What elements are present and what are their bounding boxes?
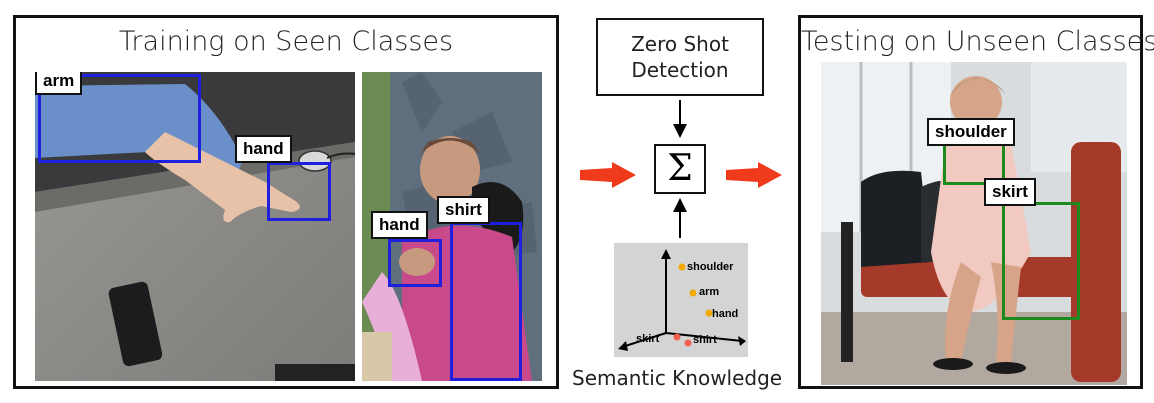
sigma-box: Σ: [654, 144, 706, 194]
bbox-shirt: [450, 222, 522, 381]
tag-shoulder: shoulder: [927, 118, 1015, 146]
point-skirt: [673, 333, 681, 341]
training-image-desk: arm hand: [35, 72, 355, 381]
zero-shot-detection-box: Zero Shot Detection: [596, 18, 764, 96]
testing-panel: Testing on Unseen Classes shoulder skirt: [798, 15, 1154, 389]
tag-shirt: shirt: [437, 196, 490, 224]
testing-image-woman: shoulder skirt: [821, 62, 1127, 385]
point-shoulder: [678, 263, 686, 271]
semantic-label-arm: arm: [699, 286, 720, 298]
red-arrow-left: [580, 162, 636, 188]
red-arrow-right: [726, 162, 782, 188]
training-panel-title: Training on Seen Classes: [118, 26, 454, 57]
zero-shot-detection-label: Zero Shot Detection: [631, 32, 729, 82]
testing-panel-title: Testing on Unseen Classes: [801, 26, 1154, 57]
tag-arm: arm: [35, 72, 83, 95]
training-image-man-cat: hand shirt: [362, 72, 542, 381]
point-arm: [689, 289, 697, 297]
tag-skirt: skirt: [984, 178, 1036, 206]
semantic-knowledge-label: Semantic Knowledge: [572, 366, 783, 390]
semantic-label-hand: hand: [712, 308, 739, 320]
bbox-hand-desk: [267, 162, 331, 221]
semantic-knowledge-graph: shoulder arm hand skirt shirt: [614, 243, 748, 357]
semantic-label-shirt: shirt: [693, 334, 717, 346]
bbox-arm: [38, 74, 201, 163]
tag-hand-desk: hand: [235, 135, 292, 163]
sigma-symbol: Σ: [667, 148, 693, 189]
arrow-semantic-to-sigma: [673, 198, 687, 238]
point-hand: [705, 309, 713, 317]
point-shirt: [684, 339, 692, 347]
woman-photo-illustration: [821, 62, 1127, 385]
semantic-label-shoulder: shoulder: [687, 261, 734, 273]
desk-photo-illustration: [35, 72, 355, 381]
arrow-zsd-to-sigma: [673, 100, 687, 138]
bbox-skirt: [1002, 202, 1080, 320]
training-panel: Training on Seen Classes arm hand: [13, 15, 559, 389]
semantic-axes: [618, 249, 746, 351]
bbox-hand-man: [388, 239, 442, 287]
semantic-label-skirt: skirt: [636, 333, 660, 345]
tag-hand-man: hand: [371, 211, 428, 239]
